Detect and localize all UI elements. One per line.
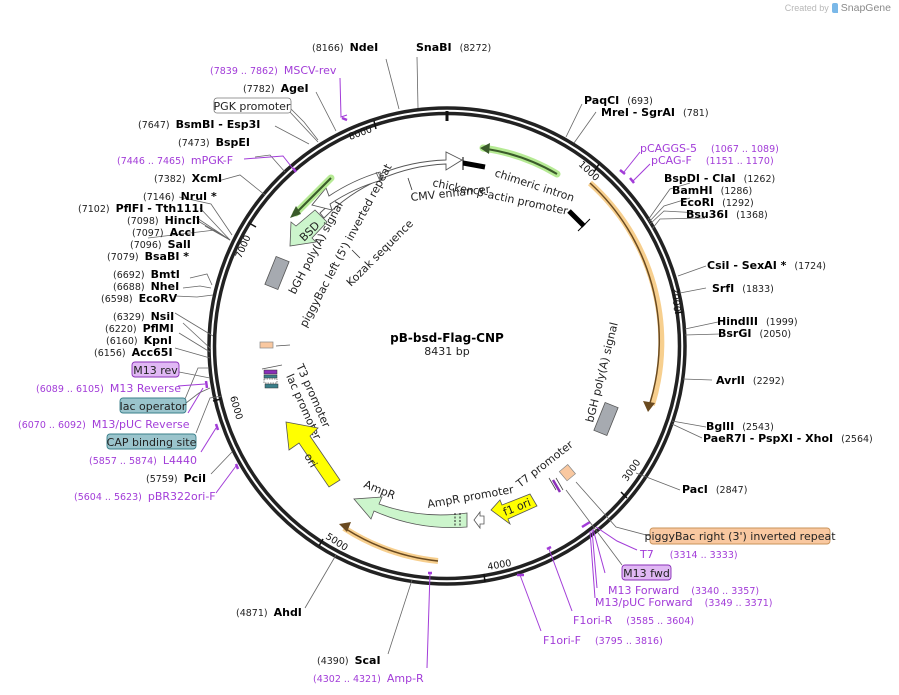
snapgene-logo-icon [831, 3, 838, 13]
svg-text:Bsu36I(1368): Bsu36I(1368) [686, 208, 768, 221]
piggybac-right-tag-label: piggyBac right (3') inverted repeat [644, 530, 836, 543]
promoter-end-bar-right [567, 209, 591, 232]
svg-text:(6156)Acc65I: (6156)Acc65I [94, 346, 173, 359]
svg-text:(7096)SalI: (7096)SalI [130, 238, 191, 251]
svg-text:(6160)KpnI: (6160)KpnI [106, 334, 172, 347]
svg-text:(6070 .. 6092)M13/pUC Reverse: (6070 .. 6092)M13/pUC Reverse [18, 418, 190, 431]
svg-text:AvrII(2292): AvrII(2292) [716, 374, 785, 387]
lac-operator-tag-label: lac operator [120, 400, 187, 413]
svg-text:(4302 .. 4321)Amp-R: (4302 .. 4321)Amp-R [313, 672, 424, 685]
svg-text:(7473)BspEI: (7473)BspEI [178, 136, 250, 149]
svg-text:2000: 2000 [669, 287, 682, 312]
pgk-promoter-tag-label: PGK promoter [214, 100, 291, 113]
orange-arc-bottom[interactable] [339, 522, 439, 564]
svg-text:(7839 .. 7862)MSCV-rev: (7839 .. 7862)MSCV-rev [210, 64, 337, 77]
credit-brand: SnapGene [840, 2, 891, 14]
svg-text:(7446 .. 7465)mPGK-F: (7446 .. 7465)mPGK-F [117, 154, 233, 167]
svg-text:EcoRI(1292): EcoRI(1292) [680, 196, 754, 209]
m13-rev-tag[interactable]: M13 rev [131, 361, 211, 379]
m13-rev-tag-label: M13 rev [133, 364, 178, 377]
cap-binding-site-tag[interactable]: CAP binding site [106, 395, 223, 450]
lac-operator-tag[interactable]: lac operator [119, 387, 211, 414]
m13-fwd-tag[interactable]: M13 fwd [565, 489, 672, 581]
svg-text:6000: 6000 [227, 395, 244, 421]
svg-text:(6329)NsiI: (6329)NsiI [113, 310, 174, 323]
chimeric-intron-arrow[interactable] [479, 143, 561, 178]
primer-leaders [177, 77, 651, 669]
piggybac-right-tag[interactable]: piggyBac right (3') inverted repeat [575, 481, 836, 545]
svg-text:(8166)NdeI: (8166)NdeI [312, 41, 378, 54]
svg-text:(6089 .. 6105)M13 Reverse: (6089 .. 6105)M13 Reverse [36, 382, 181, 395]
svg-text:SnaBI(8272): SnaBI(8272) [416, 41, 491, 54]
svg-text:pCAG-F(1151 .. 1170): pCAG-F(1151 .. 1170) [651, 154, 774, 167]
svg-text:F1ori-R(3585 .. 3604): F1ori-R(3585 .. 3604) [573, 614, 694, 627]
bsd-outer-arrow[interactable] [290, 174, 335, 218]
svg-text:4000: 4000 [487, 558, 513, 573]
credit-prefix: Created by [784, 3, 829, 13]
bgh-polya-right-block[interactable] [593, 401, 619, 437]
svg-text:BspDI - ClaI(1262): BspDI - ClaI(1262) [664, 172, 775, 185]
svg-text:BglII(2543): BglII(2543) [706, 420, 774, 433]
bgh-polya-left-block[interactable] [264, 255, 290, 291]
svg-text:PacI(2847): PacI(2847) [682, 483, 747, 496]
m13-fwd-tag-label: M13 fwd [623, 567, 670, 580]
svg-text:(6688)NheI: (6688)NheI [113, 280, 179, 293]
svg-text:(4871)AhdI: (4871)AhdI [236, 606, 302, 619]
pgk-promoter-arrow[interactable] [311, 171, 383, 211]
enzyme-sites [147, 56, 721, 655]
svg-text:MreI - SgrAI(781): MreI - SgrAI(781) [601, 106, 709, 119]
enzyme-labels: (8166)NdeI SnaBI(8272) PaqCI(693) MreI -… [78, 41, 873, 667]
tick-4000: 4000 [483, 558, 513, 583]
svg-text:F1ori-F(3795 .. 3816): F1ori-F(3795 .. 3816) [543, 634, 663, 647]
cmv-enhancer-label: CMV enhancer [410, 183, 491, 204]
svg-text:(5759)PciI: (5759)PciI [146, 472, 206, 485]
svg-text:PaqCI(693): PaqCI(693) [584, 94, 653, 107]
piggybac-right-block[interactable] [558, 464, 576, 482]
svg-text:(7382)XcmI: (7382)XcmI [154, 172, 222, 185]
svg-text:(4390)ScaI: (4390)ScaI [317, 654, 381, 667]
orange-arc-right[interactable] [587, 180, 665, 412]
svg-text:M13 Forward(3340 .. 3357): M13 Forward(3340 .. 3357) [608, 584, 759, 597]
svg-text:(7079)BsaBI *: (7079)BsaBI * [107, 250, 189, 263]
piggybac-left-block[interactable] [259, 341, 274, 349]
cmv-enhancer-leader [407, 177, 413, 191]
t7-promoter-block[interactable] [548, 477, 564, 493]
svg-text:PaeR7I - PspXI - XhoI(2564): PaeR7I - PspXI - XhoI(2564) [703, 432, 873, 445]
svg-text:T7(3314 .. 3333): T7(3314 .. 3333) [639, 548, 738, 561]
svg-text:(7098)HincII: (7098)HincII [127, 214, 200, 227]
pgk-promoter-tag[interactable]: PGK promoter [214, 97, 319, 141]
tick-2000: 2000 [669, 287, 684, 314]
svg-text:HindIII(1999): HindIII(1999) [717, 315, 798, 328]
svg-text:BsrGI(2050): BsrGI(2050) [718, 327, 791, 340]
svg-text:(6692)BmtI: (6692)BmtI [113, 268, 180, 281]
svg-text:(7097)AccI: (7097)AccI [132, 226, 195, 239]
svg-text:M13/pUC Forward(3349 .. 3371): M13/pUC Forward(3349 .. 3371) [595, 596, 773, 609]
svg-text:SrfI(1833): SrfI(1833) [712, 282, 774, 295]
svg-text:(7647)BsmBI - Esp3I: (7647)BsmBI - Esp3I [138, 118, 260, 131]
primer-labels: (7839 .. 7862)MSCV-rev (7446 .. 7465)mPG… [18, 64, 779, 685]
ori-label: ori [301, 451, 319, 470]
svg-text:3000: 3000 [620, 458, 643, 484]
svg-text:(6220)PflMI: (6220)PflMI [105, 322, 174, 335]
svg-text:(6598)EcoRV: (6598)EcoRV [101, 292, 178, 305]
cap-binding-site-tag-label: CAP binding site [107, 436, 197, 449]
promoter-end-bar-left [462, 157, 486, 170]
ori-feature[interactable]: ori [285, 421, 341, 488]
svg-text:(7782)AgeI: (7782)AgeI [243, 82, 309, 95]
backbone-ring [207, 106, 687, 586]
svg-text:BamHI(1286): BamHI(1286) [672, 184, 752, 197]
lac-region-cluster[interactable] [261, 364, 283, 389]
svg-text:CsiI - SexAI *(1724): CsiI - SexAI *(1724) [707, 259, 826, 272]
svg-text:(5604 .. 5623)pBR322ori-F: (5604 .. 5623)pBR322ori-F [74, 490, 216, 503]
plasmid-length: 8431 bp [424, 345, 469, 358]
kozak-leader [351, 249, 361, 259]
svg-text:(5857 .. 5874)L4440: (5857 .. 5874)L4440 [89, 454, 197, 467]
snapgene-credit: Created by SnapGene [785, 2, 891, 14]
svg-text:(7146)NruI *: (7146)NruI * [143, 190, 217, 203]
plasmid-name: pB-bsd-Flag-CNP [390, 331, 504, 345]
svg-text:pCAGGS-5(1067 .. 1089): pCAGGS-5(1067 .. 1089) [640, 142, 779, 155]
bsd-feature[interactable]: BSD [289, 209, 328, 247]
svg-text:(7102)PflFI - Tth111I: (7102)PflFI - Tth111I [78, 202, 203, 215]
t7-promoter-label: T7 promoter [513, 438, 576, 491]
